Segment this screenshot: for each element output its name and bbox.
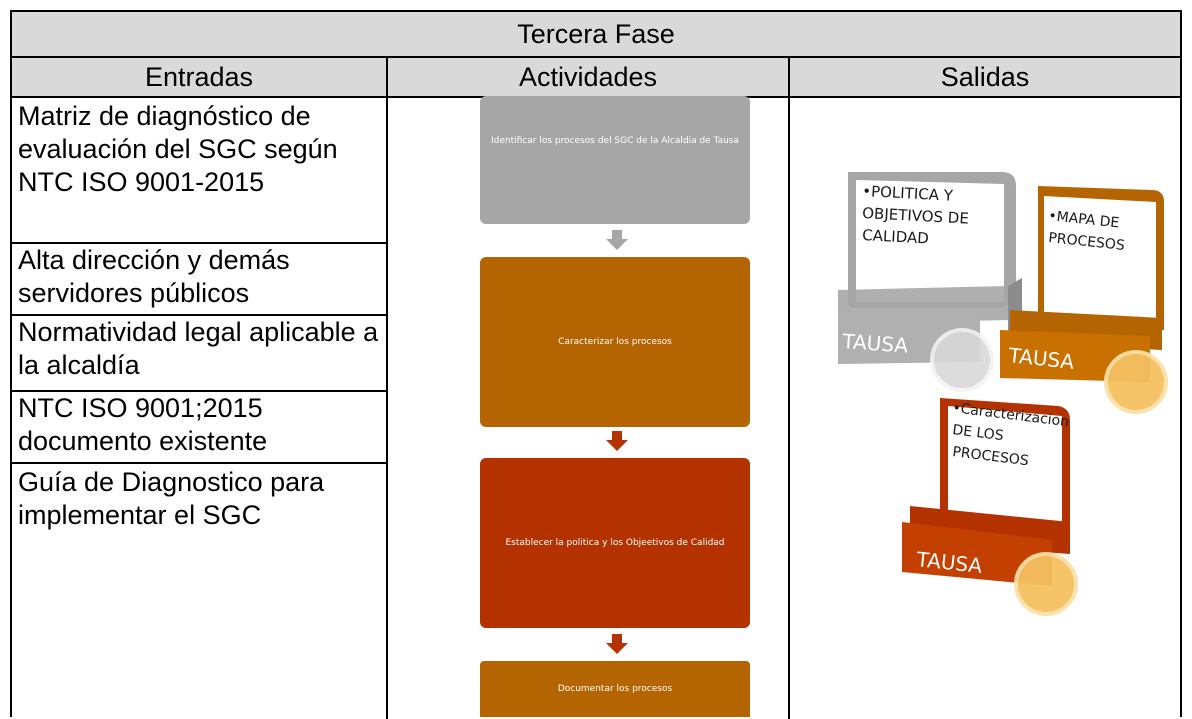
activity-label: Establecer la politica y los Objeetivos …: [505, 538, 725, 548]
entrada-item: Alta dirección y demás servidores públic…: [18, 245, 290, 308]
output-card-mapa: •MAPA DE PROCESOS TAUSA: [1000, 186, 1168, 414]
row-divider: [12, 390, 386, 392]
activity-box: Caracterizar los procesos: [480, 257, 750, 427]
activity-label: Identificar los procesos del SGC de la A…: [490, 136, 740, 146]
entrada-item: Guía de Diagnostico para implementar el …: [18, 467, 325, 530]
card-label: PROCESOS: [1048, 230, 1126, 254]
down-arrow-icon: [606, 634, 628, 654]
down-arrow-icon: [606, 431, 628, 451]
header-entradas: Entradas: [144, 62, 254, 92]
output-card-politica: •POLITICA Y OBJETIVOS DE CALIDAD TAUSA: [838, 172, 1022, 392]
card-label: CALIDAD: [862, 226, 929, 247]
column-divider: [386, 58, 388, 719]
column-divider: [788, 58, 790, 719]
card-label: •MAPA DE: [1048, 208, 1120, 231]
output-card-caracterizacion: •Caracterizacion DE LOS PROCESOS TAUSA: [902, 398, 1078, 616]
card-base-label: TAUSA: [841, 329, 910, 358]
phase-table: Tercera Fase Entradas Actividades Salida…: [10, 10, 1182, 719]
activity-label: Documentar los procesos: [557, 684, 673, 694]
activity-box: Establecer la politica y los Objeetivos …: [480, 458, 750, 628]
header-actividades: Actividades: [518, 62, 658, 92]
phase-title: Tercera Fase: [12, 12, 1180, 58]
card-label: •POLITICA Y: [862, 182, 954, 205]
row-divider: [12, 314, 386, 316]
activity-label: Caracterizar los procesos: [558, 337, 672, 347]
activity-box: Identificar los procesos del SGC de la A…: [480, 96, 750, 224]
header-salidas: Salidas: [940, 62, 1030, 92]
entrada-item: Normatividad legal aplicable a la alcald…: [18, 317, 379, 380]
card-label: DE LOS: [952, 422, 1005, 444]
entrada-item: NTC ISO 9001;2015 documento existente: [18, 393, 268, 456]
header-row: Entradas Actividades Salidas: [12, 58, 1180, 98]
row-divider: [12, 242, 386, 244]
salidas-graphic: •POLITICA Y OBJETIVOS DE CALIDAD TAUSA •…: [838, 172, 1168, 616]
card-label: OBJETIVOS DE: [862, 204, 970, 228]
activity-box: Documentar los procesos: [480, 661, 750, 717]
row-divider: [12, 462, 386, 464]
entrada-item: Matriz de diagnóstico de evaluación del …: [18, 101, 338, 197]
down-arrow-icon: [606, 230, 628, 250]
